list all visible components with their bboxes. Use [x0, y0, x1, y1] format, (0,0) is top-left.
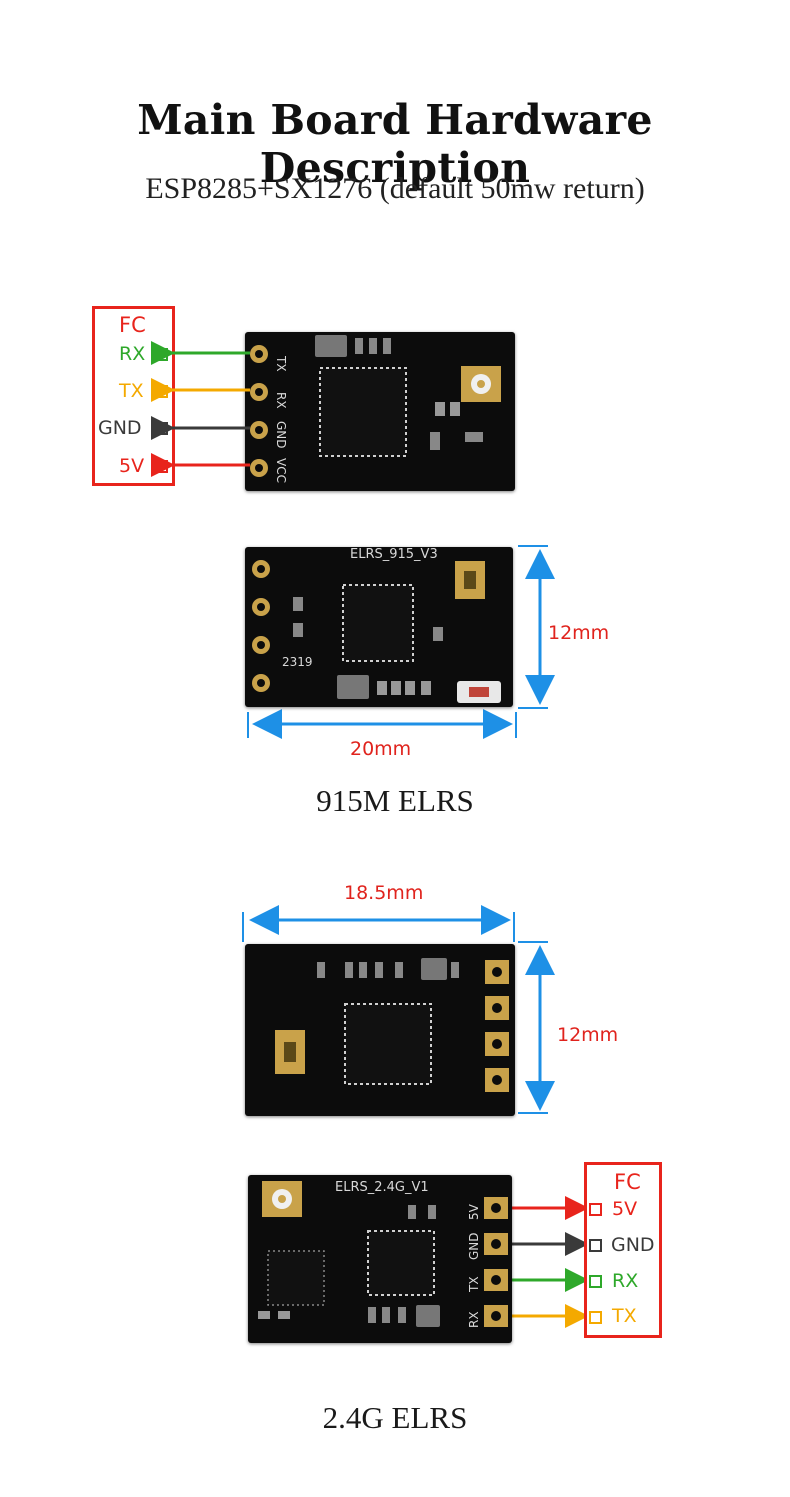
- board-915-back-graphic: [250, 335, 501, 477]
- fc24-pin-gnd: [589, 1239, 602, 1252]
- fc-pin-label-gnd: GND: [98, 417, 142, 439]
- fc-pin-label-5v: 5V: [119, 455, 145, 477]
- fc-pin-tx: [155, 385, 168, 398]
- board-915-front-graphic: [252, 560, 501, 703]
- page-title: Main Board Hardware Description: [137, 96, 653, 192]
- board-24-front-graphic: [275, 958, 509, 1092]
- caption-24: 2.4G ELRS: [322, 1400, 468, 1435]
- board-24-front: [245, 944, 515, 1116]
- fc-title-915: FC: [119, 313, 146, 337]
- page-subtitle: ESP8285+SX1276 (default 50mw return): [145, 172, 645, 205]
- board-24-back-graphic: [258, 1181, 508, 1327]
- board-915-back: [245, 332, 515, 491]
- dimension-915-width: 20mm: [350, 738, 412, 760]
- dimension-915-height: 12mm: [548, 622, 610, 644]
- fc24-pin-5v: [589, 1203, 602, 1216]
- caption-915: 915M ELRS: [316, 783, 474, 818]
- fc24-pin-label-5v: 5V: [612, 1198, 638, 1220]
- fc24-pin-rx: [589, 1275, 602, 1288]
- fc-pin-rx: [155, 348, 168, 361]
- fc-pin-gnd: [155, 422, 168, 435]
- fc24-pin-label-rx: RX: [612, 1270, 639, 1292]
- dimension-24-width: 18.5mm: [344, 882, 424, 904]
- fc-pin-label-rx: RX: [119, 343, 146, 365]
- dimension-24-height: 12mm: [557, 1024, 619, 1046]
- fc-title-24: FC: [614, 1170, 641, 1194]
- fc24-pin-label-gnd: GND: [611, 1234, 655, 1256]
- fc24-pin-tx: [589, 1311, 602, 1324]
- fc24-pin-label-tx: TX: [612, 1305, 637, 1327]
- board-24-back: [248, 1175, 512, 1343]
- fc-pin-label-tx: TX: [119, 380, 144, 402]
- fc-pin-5v: [155, 460, 168, 473]
- board-915-front: [245, 547, 513, 707]
